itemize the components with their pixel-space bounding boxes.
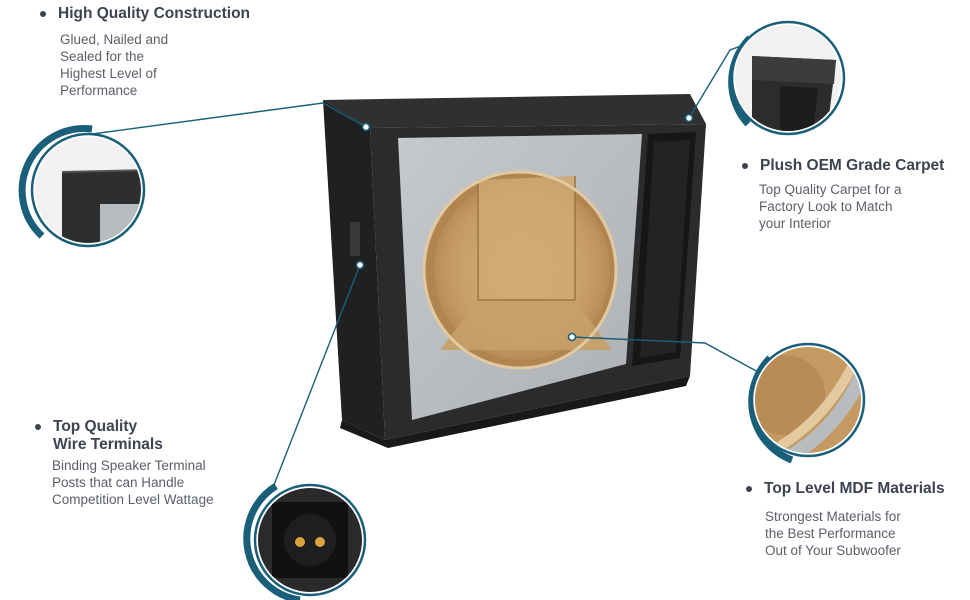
feature-mdf: Top Level MDF Materials Strongest Materi… [746, 480, 945, 559]
bullet-icon [40, 11, 46, 17]
feature-description: Strongest Materials for the Best Perform… [765, 509, 901, 558]
feature-description: Top Quality Carpet for a Factory Look to… [759, 182, 902, 231]
bullet-icon [746, 486, 752, 492]
zoom-carpet [728, 20, 846, 136]
zoom-mdf [748, 342, 866, 464]
feature-terminals: Top Quality Wire Terminals Binding Speak… [35, 418, 214, 508]
feature-description: Glued, Nailed and Sealed for the Highest… [60, 32, 169, 98]
enclosure-top [323, 94, 706, 128]
callout-dots [355, 113, 694, 342]
feature-construction: High Quality Construction Glued, Nailed … [40, 5, 250, 99]
terminal-plate [350, 222, 360, 256]
feature-title: Top Level MDF Materials [746, 480, 945, 498]
subwoofer-enclosure [323, 94, 706, 448]
zoom-construction [18, 125, 146, 248]
feature-description: Binding Speaker Terminal Posts that can … [52, 458, 214, 507]
zoom-terminals [243, 483, 367, 600]
enclosure-left-side [323, 100, 385, 440]
bullet-icon [742, 163, 748, 169]
feature-title: High Quality Construction [40, 5, 250, 23]
callout-lines [91, 39, 759, 491]
feature-title: Plush OEM Grade Carpet [742, 157, 944, 175]
feature-title: Top Quality Wire Terminals [35, 418, 214, 454]
bullet-icon [35, 424, 41, 430]
feature-carpet: Plush OEM Grade Carpet Top Quality Carpe… [742, 157, 944, 232]
